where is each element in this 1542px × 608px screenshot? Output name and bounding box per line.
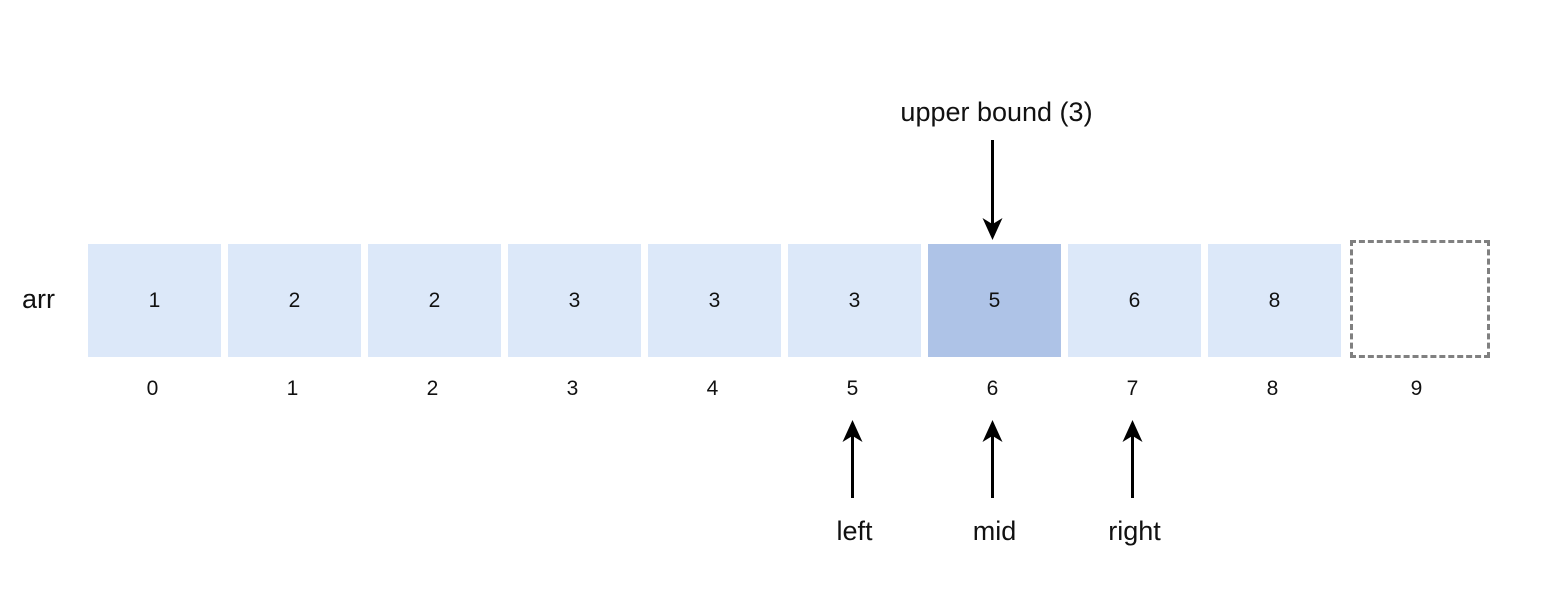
array-label: arr xyxy=(22,284,55,314)
upper-bound-arrow xyxy=(982,140,1003,240)
array-cell: 2 xyxy=(368,244,501,357)
array-cell-value: 8 xyxy=(1268,288,1281,312)
array-index-label: 6 xyxy=(986,377,999,400)
array-index-label: 9 xyxy=(1410,377,1423,400)
pointer-label-left: left xyxy=(836,516,873,546)
array-cell-value: 1 xyxy=(148,288,161,312)
array-cell-value: 3 xyxy=(708,288,721,312)
array-index-label: 4 xyxy=(706,377,719,400)
array-cell: 8 xyxy=(1208,244,1341,357)
pointer-label-right: right xyxy=(1108,516,1161,546)
array-cell: 2 xyxy=(228,244,361,357)
array-index-label: 2 xyxy=(426,377,439,400)
array-index-label: 1 xyxy=(286,377,299,400)
array-index-label: 8 xyxy=(1266,377,1279,400)
pointer-arrow-left xyxy=(842,420,863,498)
array-index-label: 3 xyxy=(566,377,579,400)
array-index-label: 5 xyxy=(846,377,859,400)
array-cell: 3 xyxy=(648,244,781,357)
array-cell-highlighted: 5 xyxy=(928,244,1061,357)
array-cell-empty xyxy=(1350,240,1490,358)
array-cell-value: 3 xyxy=(568,288,581,312)
array-index-label: 7 xyxy=(1126,377,1139,400)
array-cell: 3 xyxy=(788,244,921,357)
array-index-label: 0 xyxy=(146,377,159,400)
array-cell: 6 xyxy=(1068,244,1201,357)
array-cell-value: 6 xyxy=(1128,288,1141,312)
array-cell-value: 5 xyxy=(988,288,1001,312)
pointer-label-mid: mid xyxy=(972,516,1017,546)
upper-bound-label: upper bound (3) xyxy=(900,97,1093,127)
array-cell-value: 3 xyxy=(848,288,861,312)
array-cell: 1 xyxy=(88,244,221,357)
pointer-arrow-mid xyxy=(982,420,1003,498)
array-cell-value: 2 xyxy=(428,288,441,312)
array-cell: 3 xyxy=(508,244,641,357)
array-cell-value: 2 xyxy=(288,288,301,312)
pointer-arrow-right xyxy=(1122,420,1143,498)
